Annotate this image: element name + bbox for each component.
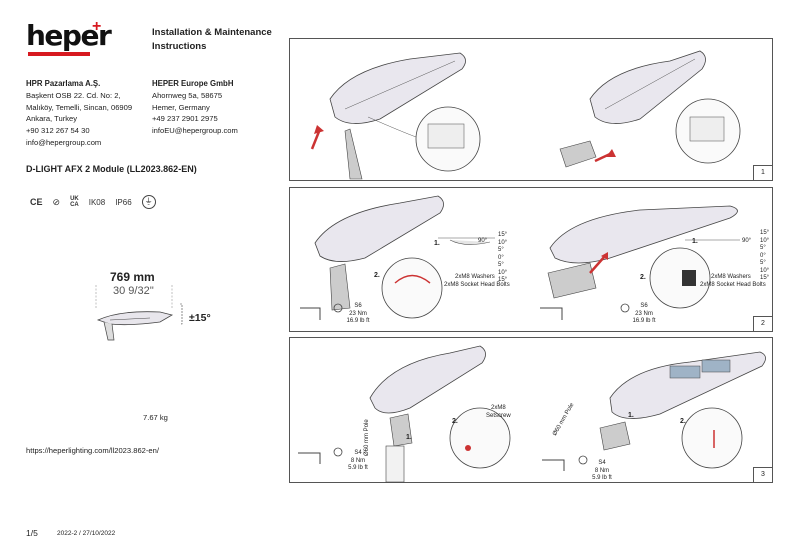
panel-2-illustration [300, 195, 740, 320]
ik-rating: IK08 [88, 197, 106, 207]
step-1-label: 1. [628, 412, 634, 419]
ce-mark-icon: CE [30, 197, 43, 207]
angle-scale: 15°10°5°0°5°10°15° [760, 230, 770, 281]
address-turkey: HPR Pazarlama A.Ş. Başkent OSB 22. Cd. N… [26, 78, 132, 149]
address-line: Başkent OSB 22. Cd. No: 2, [26, 90, 121, 100]
company-name-eu: HEPER Europe GmbH [152, 79, 234, 88]
company-name-tr: HPR Pazarlama A.Ş. [26, 79, 101, 88]
address-line: Hemer, Germany [152, 102, 210, 112]
product-title: D-LIGHT AFX 2 Module (LL2023.862-EN) [26, 164, 197, 174]
no-disposal-icon: ⊘ [52, 196, 61, 207]
document-version: 2022-2 / 27/10/2022 [57, 530, 116, 537]
angle-scale: 15°10°5°0°5°10°15° [498, 232, 508, 283]
address-europe: HEPER Europe GmbH Ahornweg 5a, 58675 Hem… [152, 78, 238, 137]
dimension-drawing [95, 285, 183, 341]
panel-3-illustration [298, 345, 766, 483]
phone: +49 237 2901 2975 [152, 114, 218, 124]
step-1-label: 1. [692, 238, 698, 245]
panel-number: 2 [753, 316, 772, 331]
address-line: Ankara, Turkey [26, 114, 78, 124]
step-2-label: 2. [452, 418, 458, 425]
step-2-label: 2. [374, 272, 380, 279]
tilt-angle: ±15° [189, 312, 211, 324]
address-line: Malıköy, Temelli, Sincan, 06909 [26, 102, 133, 112]
page-title: Installation & Maintenance Instructions [152, 27, 272, 52]
page-number: 1/5 [26, 528, 38, 538]
step-2-label: 2. [640, 274, 646, 281]
panel-1-illustration [310, 50, 741, 180]
bolts-label: 2xM8 Socket Head Bolts [700, 282, 766, 288]
instruction-panel-1: 1 [289, 38, 773, 181]
washers-label: 2xM8 Washers [455, 274, 495, 280]
heper-logo: heper + [26, 18, 116, 56]
angle-arrow-label: 90° [478, 238, 488, 244]
address-line: Ahornweg 5a, 58675 [152, 90, 223, 100]
washers-label: 2xM8 Washers [711, 274, 751, 280]
pole-diameter-label: Ø60 mm Pole [364, 419, 370, 456]
logo-plus-icon: + [92, 18, 102, 35]
ip-rating: IP66 [115, 197, 132, 207]
panel-number: 3 [753, 467, 772, 482]
length-inch: 30 9/32'' [113, 285, 154, 297]
bolts-label: 2xM8 Socket Head Bolts [444, 282, 510, 288]
panel-number: 1 [753, 165, 772, 180]
step-1-label: 1. [406, 434, 412, 441]
email[interactable]: infoEU@hepergroup.com [152, 126, 238, 136]
angle-arrow-label: 90° [742, 238, 752, 244]
logo-red-bar [28, 52, 90, 56]
phone: +90 312 267 54 30 [26, 126, 90, 136]
step-1-label: 1. [434, 240, 440, 247]
length-mm: 769 mm [110, 270, 155, 284]
step-2-label: 2. [680, 418, 686, 425]
weight: 7.67 kg [143, 413, 168, 422]
ground-symbol-icon: ⏚ [141, 195, 156, 209]
email[interactable]: info@hepergroup.com [26, 137, 102, 147]
logo-wordmark: heper [26, 19, 112, 52]
product-url-link[interactable]: https://heperlighting.com/ll2023.862-en/ [26, 446, 159, 455]
instruction-panel-2: 1. 2. 2xM8 Washers 2xM8 Socket Head Bolt… [289, 187, 773, 332]
